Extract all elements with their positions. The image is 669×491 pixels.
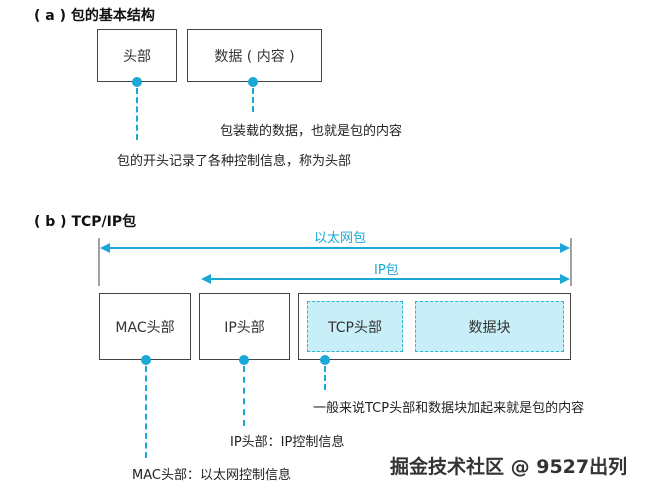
- section-b-title: ( b ) TCP/IP包: [34, 214, 137, 230]
- mac-header-note: MAC头部：以太网控制信息: [132, 468, 291, 483]
- section-a-title: ( a ) 包的基本结构: [34, 8, 155, 24]
- content-pointer-dot: [320, 355, 330, 365]
- data-pointer-dot: [248, 77, 258, 87]
- ip-pointer-dot: [239, 355, 249, 365]
- mac-pointer-dot: [141, 355, 151, 365]
- ip-packet-label: IP包: [374, 263, 399, 278]
- data-pointer-line: [252, 88, 254, 112]
- ethernet-packet-label: 以太网包: [314, 231, 367, 246]
- ip-pointer-line: [243, 366, 245, 426]
- ip-header-box: IP头部: [199, 293, 290, 360]
- ethernet-span-arrow: [98, 238, 572, 286]
- header-note: 包的开头记录了各种控制信息，称为头部: [117, 154, 352, 169]
- header-pointer-line: [136, 88, 138, 140]
- mac-header-box: MAC头部: [99, 293, 191, 360]
- ip-span-arrow: [201, 274, 570, 284]
- ip-header-note: IP头部：IP控制信息: [230, 435, 345, 450]
- data-block-box: 数据块: [415, 301, 564, 352]
- header-pointer-dot: [132, 77, 142, 87]
- data-content-box: 数据 ( 内容 ): [187, 29, 322, 82]
- mac-pointer-line: [145, 366, 147, 458]
- data-note: 包装载的数据，也就是包的内容: [220, 124, 403, 139]
- tcp-header-box: TCP头部: [307, 301, 403, 352]
- content-pointer-line: [324, 366, 326, 390]
- watermark: 掘金技术社区 @ 9527出列: [390, 456, 628, 478]
- content-note: 一般来说TCP头部和数据块加起来就是包的内容: [313, 401, 585, 416]
